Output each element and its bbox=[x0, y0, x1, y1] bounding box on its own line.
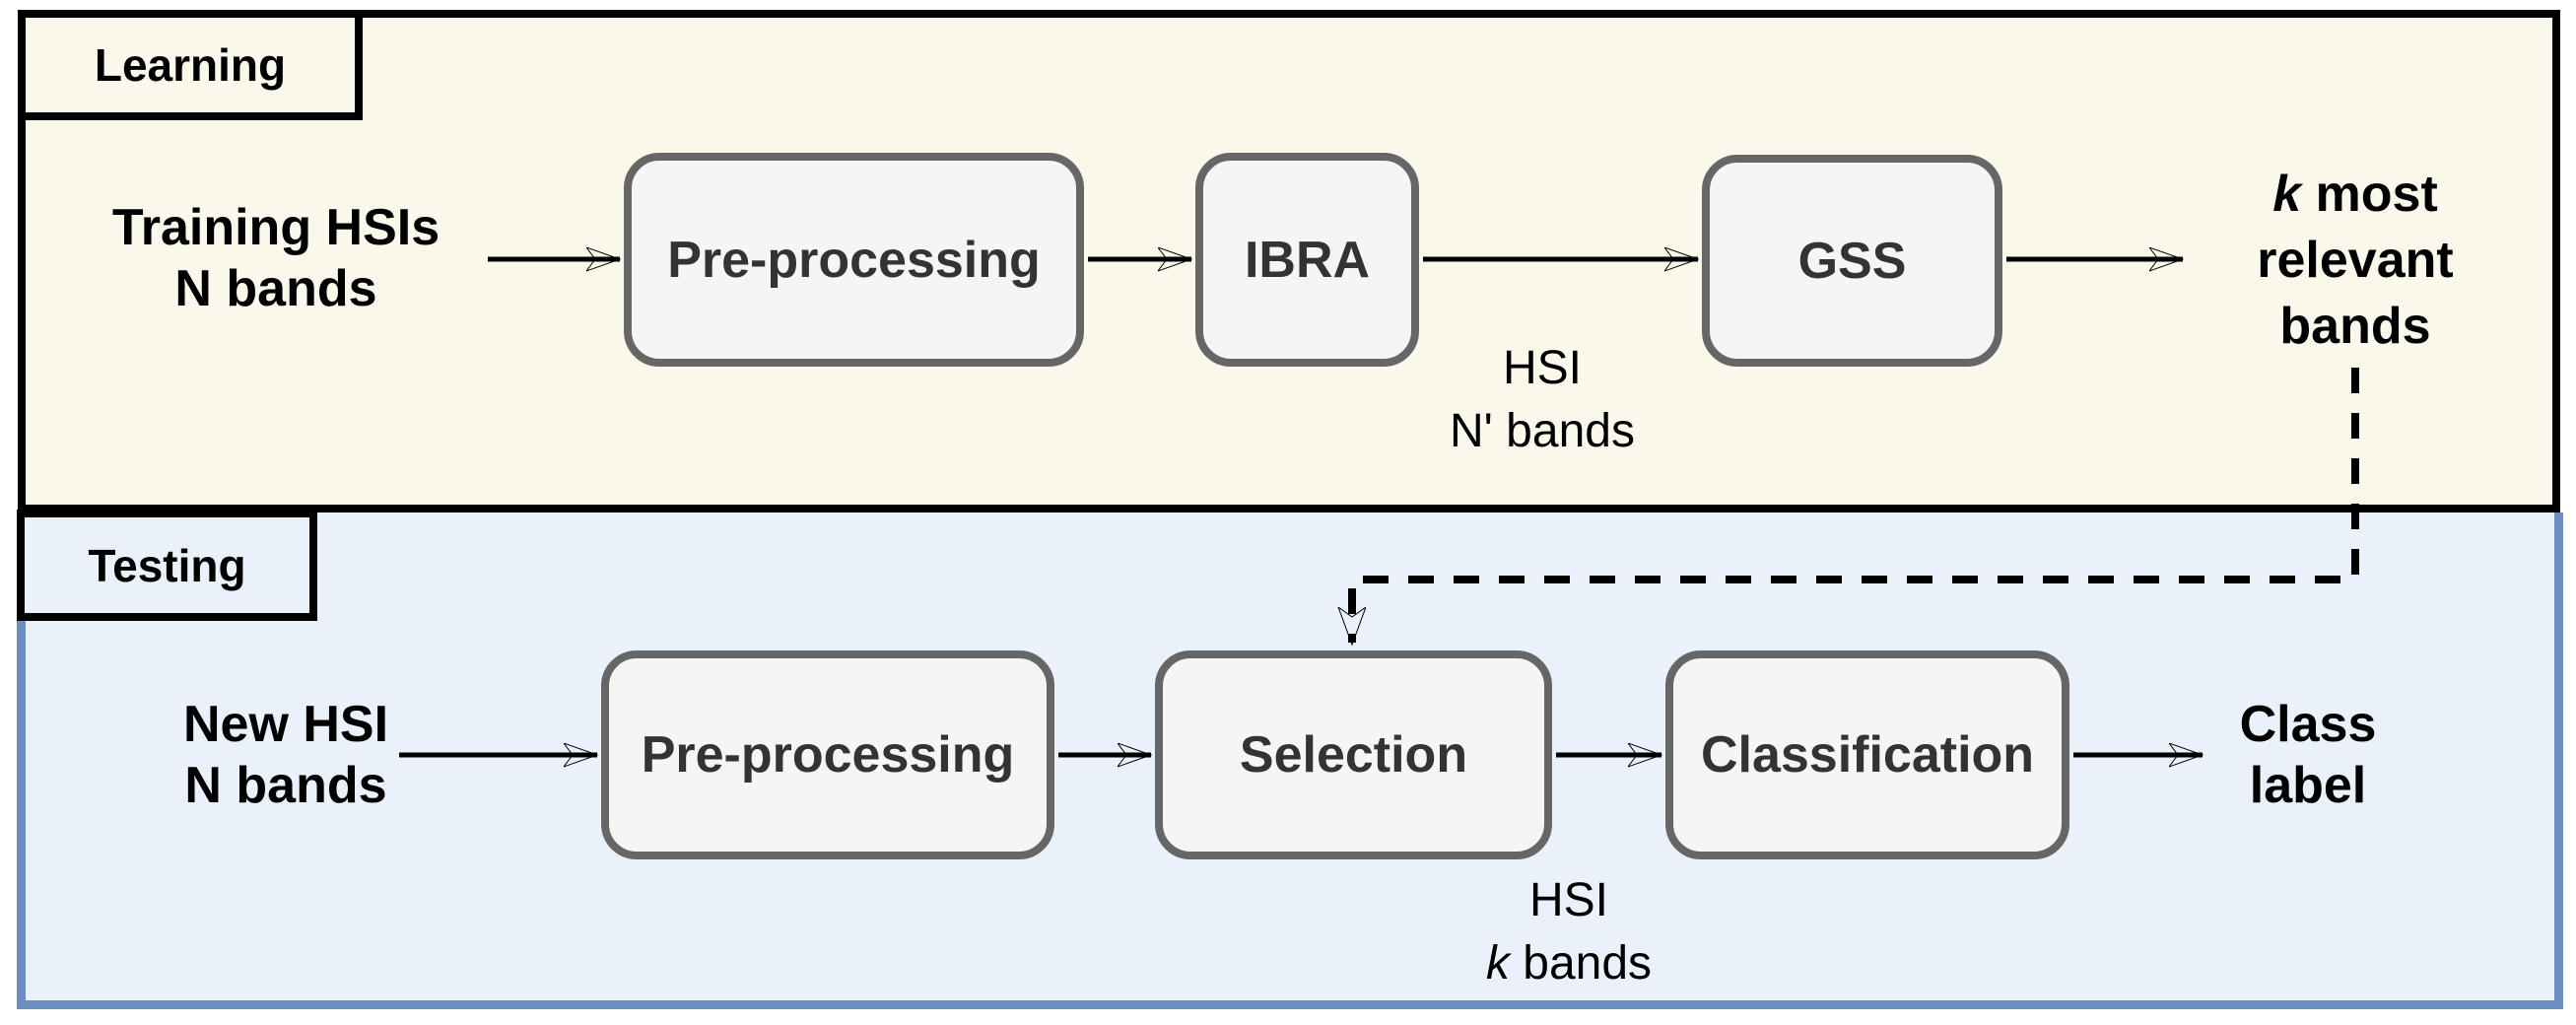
class-label-output: Class label bbox=[2160, 694, 2456, 816]
learning-preprocessing-label: Pre-processing bbox=[667, 231, 1041, 289]
hsi-k-bands-line1: HSI bbox=[1528, 874, 1608, 926]
hsi-k-bands-line2: k bands bbox=[1485, 937, 1653, 990]
ibra-label: IBRA bbox=[1244, 231, 1371, 289]
training-hsis-line1: Training HSIs bbox=[111, 199, 441, 256]
learning-preprocessing-node: Pre-processing bbox=[624, 153, 1084, 367]
selection-label: Selection bbox=[1239, 726, 1468, 784]
k-most-line3: bands bbox=[2279, 298, 2431, 355]
testing-section-title: Testing bbox=[17, 510, 317, 621]
new-hsi-line1: New HSI bbox=[182, 696, 389, 753]
class-label-line2: label bbox=[2249, 757, 2367, 814]
gss-node: GSS bbox=[1702, 155, 2002, 367]
new-hsi-line2: N bands bbox=[184, 757, 387, 814]
classification-label: Classification bbox=[1700, 726, 2035, 784]
hsi-k-bands-annotation: HSI k bands bbox=[1372, 869, 1766, 995]
learning-section-title-text: Learning bbox=[94, 39, 287, 91]
training-hsis-line2: N bands bbox=[174, 260, 377, 317]
testing-section-title-text: Testing bbox=[88, 539, 246, 591]
training-hsis-input-label: Training HSIs N bands bbox=[30, 197, 522, 319]
hsi-n-prime-bands-annotation: HSI N' bands bbox=[1345, 337, 1739, 463]
learning-section-title: Learning bbox=[18, 10, 363, 120]
gss-label: GSS bbox=[1797, 232, 1907, 290]
k-most-line1: k most bbox=[2272, 166, 2438, 223]
k-most-relevant-bands-output-label: k most relevant bands bbox=[2158, 162, 2552, 360]
classification-node: Classification bbox=[1665, 650, 2069, 859]
testing-preprocessing-node: Pre-processing bbox=[601, 650, 1054, 859]
hsi-n-prime-bands-line1: HSI bbox=[1502, 342, 1582, 394]
testing-preprocessing-label: Pre-processing bbox=[641, 726, 1015, 784]
class-label-line1: Class bbox=[2239, 696, 2377, 753]
ibra-node: IBRA bbox=[1195, 153, 1419, 367]
hsi-n-prime-bands-line2: N' bands bbox=[1450, 405, 1635, 457]
selection-node: Selection bbox=[1155, 650, 1552, 859]
k-most-line2: relevant bbox=[2257, 232, 2454, 289]
new-hsi-input-label: New HSI N bands bbox=[39, 694, 532, 816]
